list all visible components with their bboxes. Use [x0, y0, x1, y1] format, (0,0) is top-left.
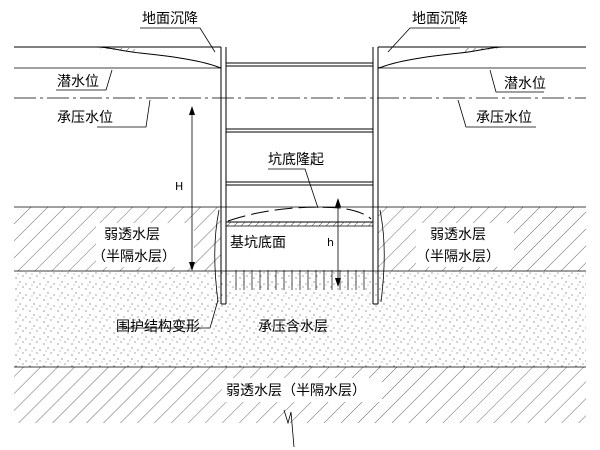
label-aquitard-lower: 弱透水层（半隔水层） [226, 383, 366, 399]
settlement-right [377, 46, 505, 69]
label-aquitard-upper-right-2: （半隔水层） [416, 249, 500, 265]
struts [226, 62, 373, 186]
label-confined-aquifer: 承压含水层 [258, 319, 328, 335]
lower-aquitard-layer [14, 366, 586, 423]
label-aquitard-upper-left-1: 弱透水层 [104, 227, 160, 243]
leader-lines [56, 27, 544, 329]
dimension-h-label: h [327, 236, 334, 249]
label-phreatic-right: 潜水位 [504, 76, 546, 92]
label-confined-right: 承压水位 [476, 110, 532, 126]
label-pit-bottom: 基坑底面 [230, 234, 286, 251]
label-aquitard-upper-right-1: 弱透水层 [430, 227, 486, 243]
label-heave: 坑底隆起 [268, 152, 324, 168]
uplift-arrows [235, 270, 365, 290]
dimension-H-label: H [175, 180, 183, 193]
heave-curve [227, 206, 372, 222]
break-symbol [283, 409, 295, 448]
label-aquitard-upper-left-2: （半隔水层） [92, 249, 176, 265]
label-phreatic-left: 潜水位 [57, 74, 99, 90]
label-settlement-left: 地面沉降 [142, 11, 198, 27]
settlement-left [95, 46, 222, 69]
label-wall-deformation: 围护结构变形 [116, 319, 200, 335]
label-confined-left: 承压水位 [57, 110, 113, 126]
retaining-walls [214, 47, 385, 305]
dimension-h [335, 198, 341, 287]
pit-bottom [226, 221, 373, 227]
dimension-H [189, 106, 195, 271]
label-settlement-right: 地面沉降 [412, 11, 468, 27]
upper-aquitard-layer [14, 206, 586, 272]
